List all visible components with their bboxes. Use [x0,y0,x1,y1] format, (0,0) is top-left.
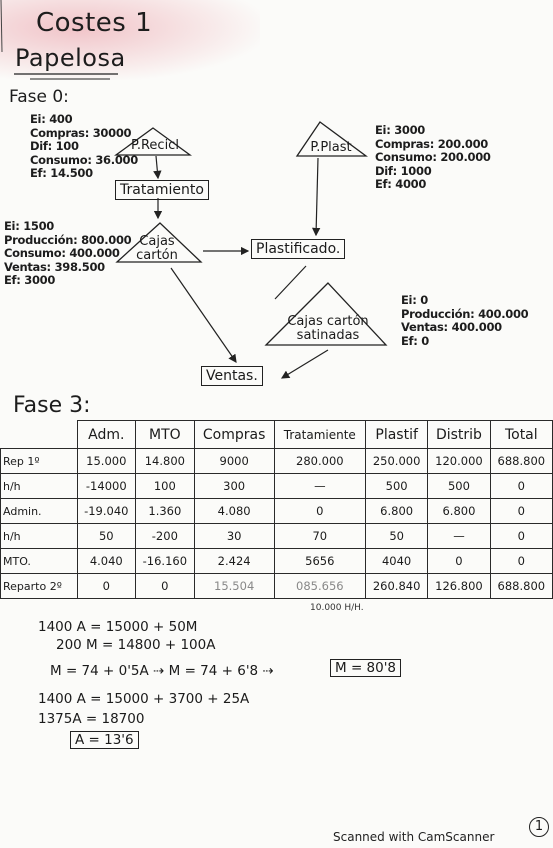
node-precicl: P.Recicl [131,138,179,153]
company-name: Papelosa [15,44,126,72]
fase3-heading: Fase 3: [13,393,91,418]
col-header: Plastif [364,420,429,449]
page-number: 1 [529,817,549,837]
triangle-cajas [115,222,203,263]
table-header-row: Adm. MTO Compras Tratamiente Plastif Dis… [0,420,553,449]
col-header: Adm. [76,420,137,449]
node-tratamiento: Tratamiento [115,180,209,200]
node-plastificado: Plastificado. [251,239,346,259]
col-header: Distrib [427,420,491,449]
note-plast: Ei: 3000 Compras: 200.000 Consumo: 200.0… [375,123,491,191]
equation: 1375A = 18700 [38,711,145,727]
equation: 1400 A = 15000 + 3700 + 25A [38,691,250,707]
equation-result-a: A = 13'6 [70,731,139,749]
equation-result-m: M = 80'8 [330,659,402,677]
triangle-pplast [295,121,368,157]
reparto-table: Adm. MTO Compras Tratamiente Plastif Dis… [0,420,553,599]
equation: M = 74 + 0'5A ⇢ M = 74 + 6'8 ⇢ [50,663,274,679]
node-cajas: Cajas cartón [136,234,178,263]
col-header: Total [489,420,553,449]
triangle-precicl [114,127,192,156]
node-pplast: P.Plast [310,140,352,155]
col-header: Tratamiente [273,420,366,449]
equation: 200 M = 14800 + 100A [56,637,216,653]
note-cajas: Ei: 1500 Producción: 800.000 Consumo: 40… [4,219,132,287]
col-header: MTO [135,420,195,449]
node-ventas: Ventas. [201,366,263,386]
table-subnote: 10.000 H/H. [310,603,364,613]
note-recicl: Ei: 400 Compras: 30000 Dif: 100 Consumo:… [30,112,138,180]
page-title: Costes 1 [36,8,153,38]
scanner-watermark: Scanned with CamScanner [333,830,495,844]
pink-highlight [0,0,260,80]
fase0-heading: Fase 0: [9,87,69,107]
node-satinadas: Cajas cartón satinadas [287,314,369,343]
triangle-satinadas [264,282,388,346]
equation: 1400 A = 15000 + 50M [38,619,198,635]
col-header: Compras [193,420,275,449]
note-satinadas: Ei: 0 Producción: 400.000 Ventas: 400.00… [401,293,529,348]
